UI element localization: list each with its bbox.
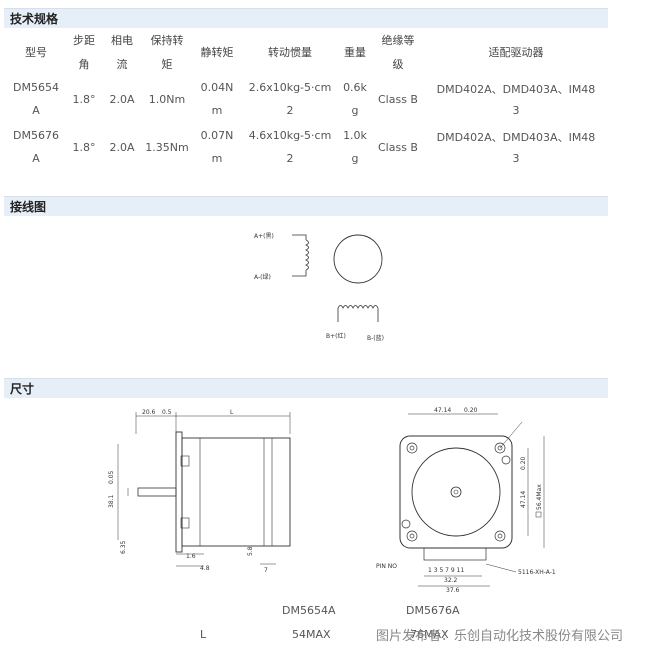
dim-flange-dia: 6.35 — [120, 540, 127, 554]
row1-model-2: A — [32, 104, 40, 117]
dim-d1: 1.6 — [186, 553, 196, 560]
b-coil-icon — [337, 305, 379, 309]
a-coil-icon — [305, 239, 309, 271]
header-insulation-1: 绝缘等 — [381, 34, 415, 47]
watermark-text: 图片发布者：乐创自动化技术股份有限公司 — [376, 629, 624, 644]
motor-flange — [175, 431, 183, 553]
header-holding-torque-2: 矩 — [161, 58, 173, 71]
hole-spec: 5116-XH-A-1 — [518, 569, 556, 576]
row2-detent-torque-2: m — [211, 152, 223, 165]
dim-d3: 5.8 — [247, 546, 254, 556]
row2-model-2: A — [32, 152, 40, 165]
label-b-minus: B-(蓝) — [367, 334, 384, 342]
dim-top-a: 20.6 — [142, 409, 156, 416]
dim-shaft-dia: 38.1 — [108, 494, 115, 508]
a-minus-wire — [292, 270, 307, 277]
length-value-2: 76MAX — [410, 628, 449, 641]
section-title-dimensions: 尺寸 — [4, 378, 608, 398]
header-holding-torque-1: 保持转 — [150, 34, 184, 47]
header-phase-current-2: 流 — [116, 58, 128, 71]
row1-rotor-inertia-2: 2 — [286, 104, 294, 117]
front-shaft-circle — [450, 486, 462, 498]
row2-weight-1: 1.0k — [343, 129, 367, 142]
length-model-1: DM5654A — [282, 604, 336, 617]
row1-step-angle: 1.8° — [72, 93, 96, 106]
dim-front-side: 47.14 — [520, 491, 527, 508]
length-model-2: DM5676A — [406, 604, 460, 617]
label-b-plus: B+(红) — [326, 332, 346, 340]
row1-driver-1: DMD402A、DMD403A、IM48 — [436, 83, 596, 96]
dim-top-b: 0.5 — [162, 409, 172, 416]
row2-rotor-inertia-1: 4.6x10kg-5·cm — [248, 129, 332, 142]
row2-weight-2: g — [351, 152, 359, 165]
header-insulation-2: 级 — [392, 58, 404, 71]
label-a-plus: A+(黑) — [254, 233, 274, 240]
row2-insulation: Class B — [378, 141, 418, 154]
mount-holes — [401, 442, 511, 542]
dim-shaft-tol: 0.05 — [108, 470, 115, 484]
front-boss-circle — [411, 447, 501, 537]
section-title-specs: 技术规格 — [4, 8, 608, 28]
dim-d2: 4.8 — [200, 565, 210, 572]
pin-numbers: 1 3 5 7 9 11 — [428, 567, 464, 574]
row1-detent-torque-2: m — [211, 104, 223, 117]
row2-detent-torque-1: 0.07N — [200, 129, 234, 142]
header-weight: 重量 — [344, 46, 366, 59]
header-model: 型号 — [25, 46, 47, 59]
row1-insulation: Class B — [378, 93, 418, 106]
row2-model-1: DM5676 — [13, 129, 59, 142]
dim-front-top-tol: 0.20 — [464, 407, 478, 414]
header-driver: 适配驱动器 — [488, 46, 544, 59]
row1-rotor-inertia-1: 2.6x10kg-5·cm — [248, 81, 332, 94]
row2-step-angle: 1.8° — [72, 141, 96, 154]
row2-driver-2: 3 — [512, 152, 520, 165]
dim-d4: 7 — [264, 567, 268, 574]
dim-front-body: 56.4Max — [536, 484, 543, 510]
front-view-drawing: 47.14 0.20 47.14 0.20 56.4Max PIN NO 1 3… — [376, 407, 556, 594]
length-value-1: 54MAX — [292, 628, 331, 641]
row1-weight-1: 0.6k — [343, 81, 367, 94]
motor-shaft — [137, 487, 177, 497]
a-plus-wire — [292, 234, 307, 240]
row2-rotor-inertia-2: 2 — [286, 152, 294, 165]
dim-w2: 37.6 — [446, 587, 460, 594]
wiring-diagram: A+(黑) A-(绿) B+(红) B-(蓝) — [254, 233, 384, 342]
motor-front-face — [399, 435, 513, 549]
header-detent-torque: 静转矩 — [200, 46, 234, 59]
connector — [423, 547, 487, 561]
length-label: L — [200, 628, 207, 641]
row1-detent-torque-1: 0.04N — [200, 81, 234, 94]
header-step-angle-2: 角 — [78, 58, 90, 71]
row1-weight-2: g — [351, 104, 359, 117]
header-rotor-inertia: 转动惯量 — [268, 46, 312, 59]
dim-front-top: 47.14 — [434, 407, 451, 414]
pin-label: PIN NO — [376, 563, 397, 570]
header-phase-current-1: 相电 — [111, 34, 133, 47]
rotor-circle — [333, 234, 383, 284]
dim-front-side-tol: 0.20 — [520, 456, 527, 470]
dim-w1: 32.2 — [444, 577, 458, 584]
side-view-drawing: 20.6 0.5 L 38.1 0.05 6.35 1.6 4.8 5.8 7 — [108, 409, 291, 574]
row2-driver-1: DMD402A、DMD403A、IM48 — [436, 131, 596, 144]
row1-phase-current: 2.0A — [109, 93, 135, 106]
motor-body — [181, 437, 291, 547]
row2-holding-torque: 1.35Nm — [145, 141, 189, 154]
row1-model-1: DM5654 — [13, 81, 59, 94]
row2-phase-current: 2.0A — [109, 141, 135, 154]
section-title-wiring: 接线图 — [4, 196, 608, 216]
header-step-angle-1: 步距 — [73, 34, 95, 47]
row1-driver-2: 3 — [512, 104, 520, 117]
dim-length: L — [230, 409, 234, 416]
label-a-minus: A-(绿) — [254, 273, 271, 281]
row1-holding-torque: 1.0Nm — [148, 93, 186, 106]
